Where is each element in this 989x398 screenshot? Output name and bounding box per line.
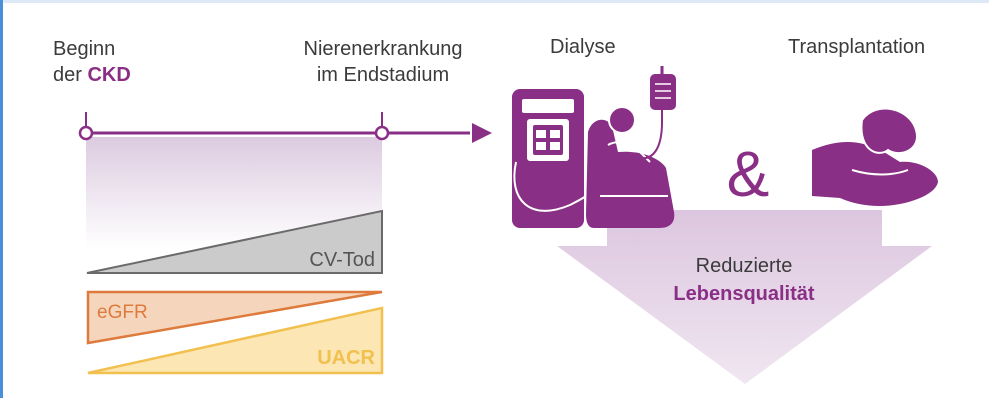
uacr-wedge <box>87 306 384 375</box>
endstage-line2: im Endstadium <box>316 64 450 86</box>
reduced-label-line2: Lebensqualität <box>673 283 814 305</box>
ckd-highlight: CKD <box>87 64 131 86</box>
hand-with-kidney-icon <box>812 107 938 206</box>
window-top-border <box>0 0 989 3</box>
beginn-line2: der CKD <box>53 62 131 88</box>
dialysis-machine-icon <box>512 89 623 228</box>
timeline-arrowhead <box>472 123 492 143</box>
ampersand-symbol: & <box>727 138 770 210</box>
patient-icon <box>586 106 675 228</box>
egfr-wedge <box>86 290 383 345</box>
timeline-marker-endstage <box>374 125 390 141</box>
beginn-line1: Beginn <box>53 38 116 60</box>
cv-tod-wedge <box>86 209 383 274</box>
endstage-label: Nierenerkrankung im Endstadium <box>277 36 489 88</box>
transplantation-label: Transplantation <box>788 36 926 58</box>
beginn-line2-prefix: der <box>53 64 82 86</box>
dialyse-label: Dialyse <box>550 36 616 58</box>
endstage-line1: Nierenerkrankung <box>303 38 463 60</box>
iv-bag-icon <box>639 66 676 160</box>
window-left-border <box>0 0 3 398</box>
timeline-marker-ckd <box>78 125 94 141</box>
egfr-label: eGFR <box>97 302 148 323</box>
reduced-label-line1: Reduzierte <box>696 255 793 277</box>
uacr-label: UACR <box>317 347 375 369</box>
cv-tod-label: CV-Tod <box>309 249 375 271</box>
beginn-ckd-label: Beginn der CKD <box>53 36 131 88</box>
reduced-quality-arrow <box>557 210 932 384</box>
